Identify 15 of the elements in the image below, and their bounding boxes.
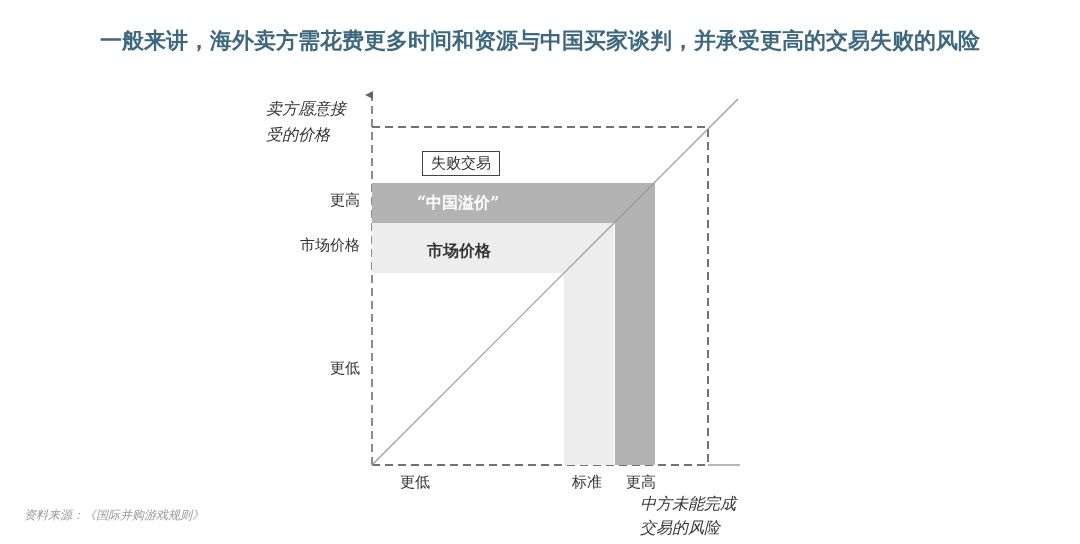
y-axis-title: 卖方愿意接受的价格 bbox=[266, 98, 348, 146]
tick-label: 更高 bbox=[626, 473, 656, 492]
region-label: 市场价格 bbox=[427, 241, 491, 262]
title: 一般来讲，海外卖方需花费更多时间和资源与中国买家谈判，并承受更高的交易失败的风险 bbox=[99, 26, 981, 55]
premium-band bbox=[372, 183, 655, 465]
market-price-band bbox=[372, 223, 614, 465]
tick-label: 更低 bbox=[330, 359, 360, 378]
tick-label: 更低 bbox=[400, 473, 430, 492]
failed-deal-box: 失败交易 bbox=[422, 151, 500, 176]
tick-label: 标准 bbox=[572, 473, 602, 492]
tick-label: 更高 bbox=[330, 191, 360, 210]
tick-label: 市场价格 bbox=[300, 236, 360, 255]
source-note: 资料来源：《国际并购游戏规则》 bbox=[24, 507, 204, 524]
region-label: “中国溢价” bbox=[417, 193, 500, 214]
x-axis-title: 中方未能完成交易的风险 bbox=[640, 493, 739, 539]
